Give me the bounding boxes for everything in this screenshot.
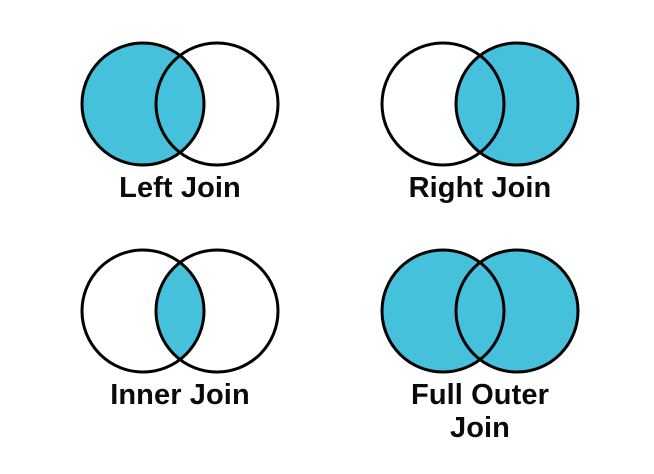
- venn-cell-left-join: Left Join: [55, 38, 305, 205]
- left-circle-outline: [380, 41, 506, 167]
- left-circle-outline: [80, 41, 206, 167]
- right-join-label: Right Join: [408, 172, 552, 204]
- right-circle-outline: [154, 248, 280, 374]
- left-circle-outline: [380, 248, 506, 374]
- full-outer-join-venn-figure: [380, 248, 580, 374]
- venn-cell-right-join: Right Join: [355, 38, 605, 205]
- venn-cell-full-outer-join: Full Outer Join: [355, 245, 605, 445]
- intersection-region: [156, 43, 204, 165]
- right-circle-outline: [454, 41, 580, 167]
- left-join-label: Left Join: [119, 172, 241, 204]
- venn-cell-inner-join: Inner Join: [55, 245, 305, 412]
- intersection-region: [456, 43, 504, 165]
- right-circle-outline: [454, 248, 580, 374]
- left-join-venn-figure: [80, 41, 280, 167]
- right-circle-outline: [154, 41, 280, 167]
- left-circle-outline: [80, 248, 206, 374]
- right-join-venn-figure: [380, 41, 580, 167]
- right-circle: [456, 250, 578, 372]
- inner-join-venn-figure: [80, 248, 280, 374]
- full-outer-join-label: Full Outer Join: [411, 379, 549, 444]
- intersection-region: [156, 250, 204, 372]
- inner-join-label: Inner Join: [110, 379, 250, 411]
